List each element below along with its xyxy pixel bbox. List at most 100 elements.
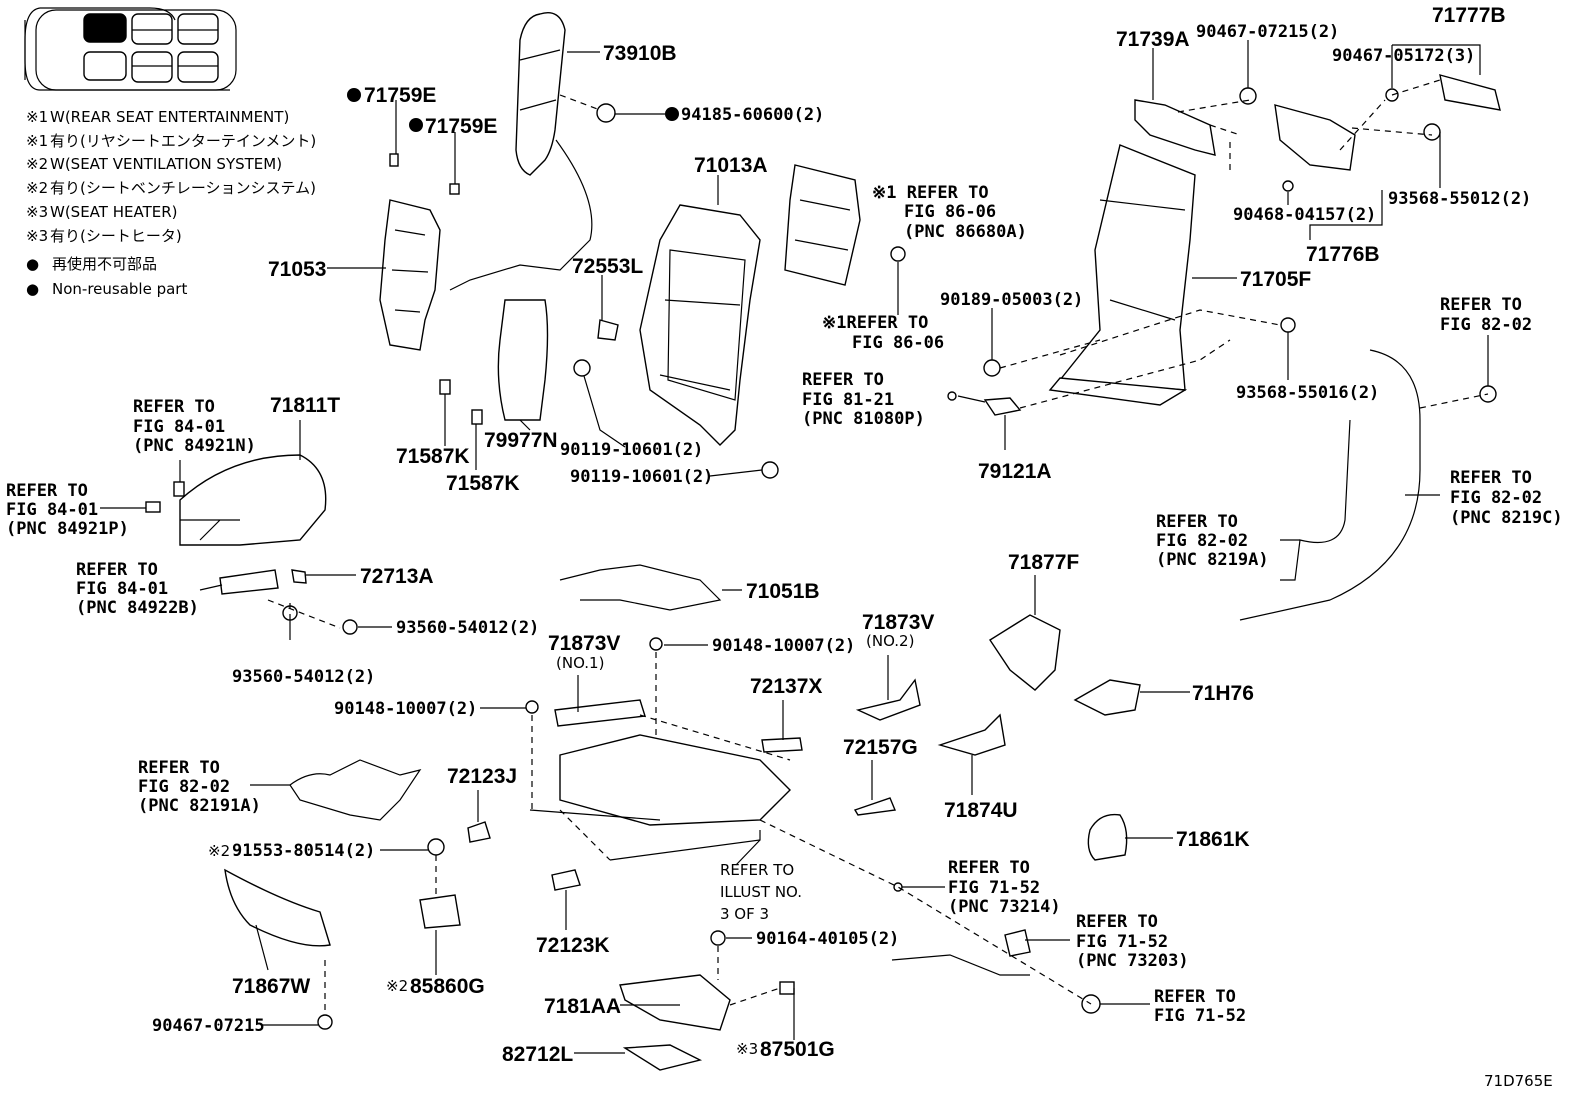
text-refs-r82_02_191A-2: (PNC 82191A)	[138, 796, 261, 816]
figure-code: 71D765E	[1484, 1072, 1553, 1090]
part-86680A-shape	[784, 164, 861, 286]
harness-71051B	[559, 564, 722, 611]
label-82712L: 82712L	[502, 1043, 573, 1066]
text-refs-r82_02_C-1: FIG 82-02	[1450, 488, 1542, 508]
label-71587K-b: 71587K	[446, 472, 520, 495]
text-legend-3-text: 有り(シートベンチレーションシステム)	[50, 179, 316, 197]
text-refs-r82_02_191A-0: REFER TO	[138, 758, 220, 778]
text-refs-r86_06_pnc-2: (PNC 86680A)	[904, 222, 1027, 242]
refer-71-52-73214: REFER TO FIG 71-52 (PNC 73214)	[948, 858, 1061, 917]
part-82712L-shape	[622, 1044, 703, 1071]
legend-line-8: ●	[26, 280, 39, 298]
label-71705F: 71705F	[1240, 268, 1311, 291]
text-refs-r71_52_214-0: REFER TO	[948, 858, 1030, 878]
label-71H76: 71H76	[1192, 682, 1254, 705]
label-71759E-a: 71759E	[364, 84, 436, 107]
text-refs-r86_06-0: ※1REFER TO	[822, 313, 928, 333]
part-79977N-shape	[497, 299, 549, 421]
nut-94185-shape	[596, 103, 616, 123]
text-refs-r84_01_N-0: REFER TO	[133, 397, 215, 417]
mark-87501G: ※3	[736, 1040, 758, 1058]
part-71811T-shape	[179, 454, 327, 546]
text-refs-r81_21-0: REFER TO	[802, 370, 884, 390]
refer-86-06: ※1REFER TO FIG 86-06	[822, 313, 944, 353]
text-refs-r86_06_pnc-1: FIG 86-06	[904, 202, 996, 222]
label-91553-80514: 91553-80514(2)	[232, 841, 375, 861]
legend-line-6: ※3	[26, 227, 48, 245]
label-72713A: 72713A	[360, 565, 434, 588]
label-90468-04157: 90468-04157(2)	[1233, 205, 1376, 225]
text-refs-r84_01_P-1: FIG 84-01	[6, 500, 98, 520]
legend-line-5: ※3	[26, 203, 48, 221]
text-legend-5-text: 有り(シートヒータ)	[50, 227, 182, 245]
label-71873V-no1-qual: (NO.1)	[556, 654, 604, 672]
text-refs-r82_02_top-1: FIG 82-02	[1440, 315, 1532, 335]
part-71861K-shape	[1087, 813, 1128, 861]
label-90189-05003: 90189-05003(2)	[940, 290, 1083, 310]
text-refs-r84_01_B-1: FIG 84-01	[76, 579, 168, 599]
label-93568-55012: 93568-55012(2)	[1388, 189, 1531, 209]
text-refs-r84_01_N-1: FIG 84-01	[133, 417, 225, 437]
label-72123J: 72123J	[447, 765, 517, 788]
text-legend-4-text: W(SEAT HEATER)	[50, 203, 177, 221]
refer-84-01-84921N: REFER TO FIG 84-01 (PNC 84921N)	[133, 397, 256, 456]
text-refs-r82_02_A-1: FIG 82-02	[1156, 531, 1248, 551]
refer-71-52-73203: REFER TO FIG 71-52 (PNC 73203)	[1076, 912, 1189, 971]
text-refs-r71_52_203-1: FIG 71-52	[1076, 932, 1168, 952]
label-71759E-b: 71759E	[425, 115, 497, 138]
text-legend-0-text: W(REAR SEAT ENTERTAINMENT)	[50, 108, 289, 126]
label-72157G: 72157G	[843, 736, 918, 759]
mark-85860G: ※2	[386, 977, 408, 995]
text-refs-r71_52_214-2: (PNC 73214)	[948, 897, 1061, 917]
refer-81-21: REFER TO FIG 81-21 (PNC 81080P)	[802, 370, 925, 429]
legend-line-2: ※1	[26, 132, 48, 150]
seat-track-shape	[559, 734, 791, 826]
refer-71-52: REFER TO FIG 71-52	[1154, 987, 1246, 1026]
label-79977N: 79977N	[484, 429, 558, 452]
legend-line-7: ●	[26, 255, 39, 273]
label-71053: 71053	[268, 258, 326, 281]
label-85860G: 85860G	[410, 975, 485, 998]
label-90119-10601-b: 90119-10601(2)	[570, 467, 713, 487]
refer-82-02-8219A: REFER TO FIG 82-02 (PNC 8219A)	[1156, 512, 1269, 570]
text-refs-r82_02_A-2: (PNC 8219A)	[1156, 550, 1269, 570]
label-71873V-no1: 71873V	[548, 632, 620, 655]
label-94185-60600: 94185-60600(2)	[681, 105, 824, 125]
refer-86-06-pnc: ※1 REFER TO FIG 86-06 (PNC 86680A)	[872, 183, 1027, 242]
refer-82-02-82191A: REFER TO FIG 82-02 (PNC 82191A)	[138, 758, 261, 816]
text-refs-r71_52_203-2: (PNC 73203)	[1076, 951, 1189, 971]
text-refs-r84_01_B-0: REFER TO	[76, 560, 158, 580]
label-72553L: 72553L	[572, 255, 643, 278]
legend-line-4: ※2	[26, 179, 48, 197]
label-71776B: 71776B	[1306, 243, 1380, 266]
seat-position-key	[24, 7, 237, 91]
text-refs-r71_52-0: REFER TO	[1154, 987, 1236, 1007]
harness-8219A	[1280, 419, 1351, 581]
bullet-71759E-b	[409, 118, 423, 132]
text-refs-r81_21-2: (PNC 81080P)	[802, 409, 925, 429]
text-legend-7-text: Non-reusable part	[52, 280, 187, 298]
text-refs-r82_02_top-0: REFER TO	[1440, 295, 1522, 315]
part-71867W-shape	[224, 868, 331, 947]
legend-line-1: ※1	[26, 108, 48, 126]
legend-line-3: ※2	[26, 155, 48, 173]
text-refs-r_illust-0: REFER TO	[720, 861, 794, 879]
label-93560-54012-a: 93560-54012(2)	[396, 618, 539, 638]
label-79121A: 79121A	[978, 460, 1052, 483]
label-73910B: 73910B	[603, 42, 677, 65]
label-71877F: 71877F	[1008, 551, 1079, 574]
text-legend-2-text: W(SEAT VENTILATION SYSTEM)	[50, 155, 282, 173]
label-71867W: 71867W	[232, 975, 310, 998]
label-72137X: 72137X	[750, 675, 822, 698]
label-7181AA: 7181AA	[544, 995, 621, 1018]
label-71874U: 71874U	[944, 799, 1018, 822]
text-refs-r71_52_203-0: REFER TO	[1076, 912, 1158, 932]
label-90119-10601-a: 90119-10601(2)	[560, 440, 703, 460]
label-71873V-no2: 71873V	[862, 611, 934, 634]
text-refs-r82_02_C-0: REFER TO	[1450, 468, 1532, 488]
text-refs-r82_02_A-0: REFER TO	[1156, 512, 1238, 532]
label-71739A: 71739A	[1116, 28, 1190, 51]
text-refs-r_illust-1: ILLUST NO.	[720, 883, 802, 901]
refer-84-01-84921P: REFER TO FIG 84-01 (PNC 84921P)	[6, 481, 129, 539]
